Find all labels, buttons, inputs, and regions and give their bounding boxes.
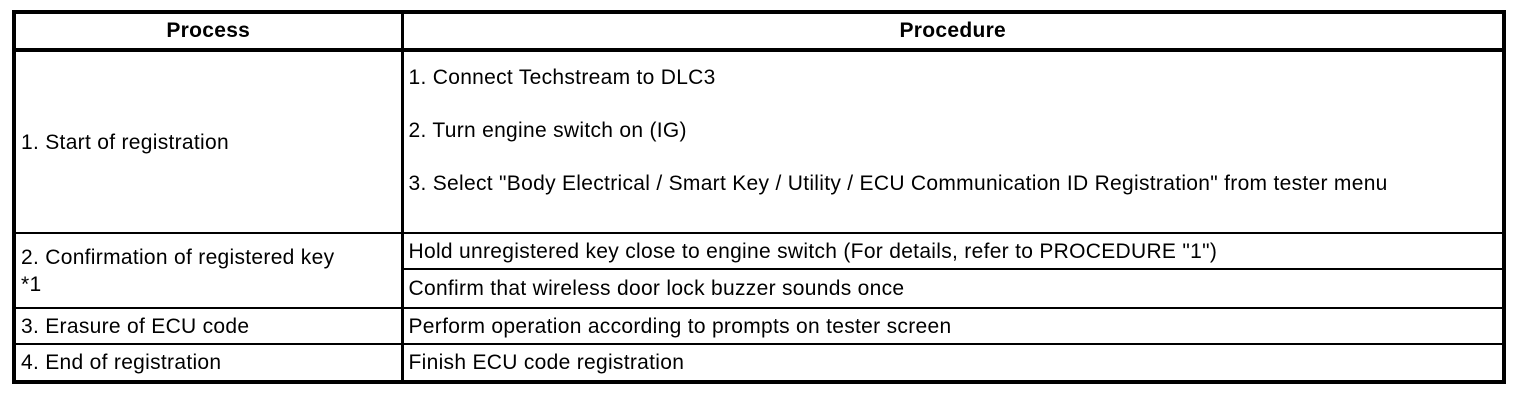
process-label: 2. Confirmation of registered key [21,245,335,269]
process-cell: 2. Confirmation of registered key *1 [13,232,403,309]
process-cell: 3. Erasure of ECU code [13,307,403,345]
procedure-step: 3. Select "Body Electrical / Smart Key /… [408,172,1388,195]
procedure-cell: Finish ECU code registration [400,343,1505,383]
footnote-marker: *1 [21,272,42,296]
table-row-start-of-registration: 1. Start of registration 1. Connect Tech… [13,49,1505,234]
table-row-confirmation-substep: Confirm that wireless door lock buzzer s… [14,268,1505,309]
procedure-cell: 1. Connect Techstream to DLC3 2. Turn en… [400,49,1505,234]
table-row-end-of-registration: 4. End of registration Finish ECU code r… [13,343,1505,383]
table-row-confirmation-of-registered-key: 2. Confirmation of registered key *1 Hol… [13,232,1505,309]
procedure-cell: Confirm that wireless door lock buzzer s… [400,268,1505,309]
process-cell: 4. End of registration [13,343,403,383]
header-row: Process Procedure [13,11,1505,52]
process-column-header: Process [13,11,403,52]
procedure-column-header: Procedure [400,11,1505,52]
procedure-step: 1. Connect Techstream to DLC3 [408,66,716,89]
registration-procedure-table: Process Procedure 1. Start of registrati… [12,10,1506,384]
procedure-cell: Perform operation according to prompts o… [400,307,1505,345]
procedure-cell: Hold unregistered key close to engine sw… [400,232,1505,270]
process-cell: 1. Start of registration [13,49,403,234]
table-row-erasure-of-ecu-code: 3. Erasure of ECU code Perform operation… [13,307,1505,345]
procedure-step: 2. Turn engine switch on (IG) [408,119,687,142]
